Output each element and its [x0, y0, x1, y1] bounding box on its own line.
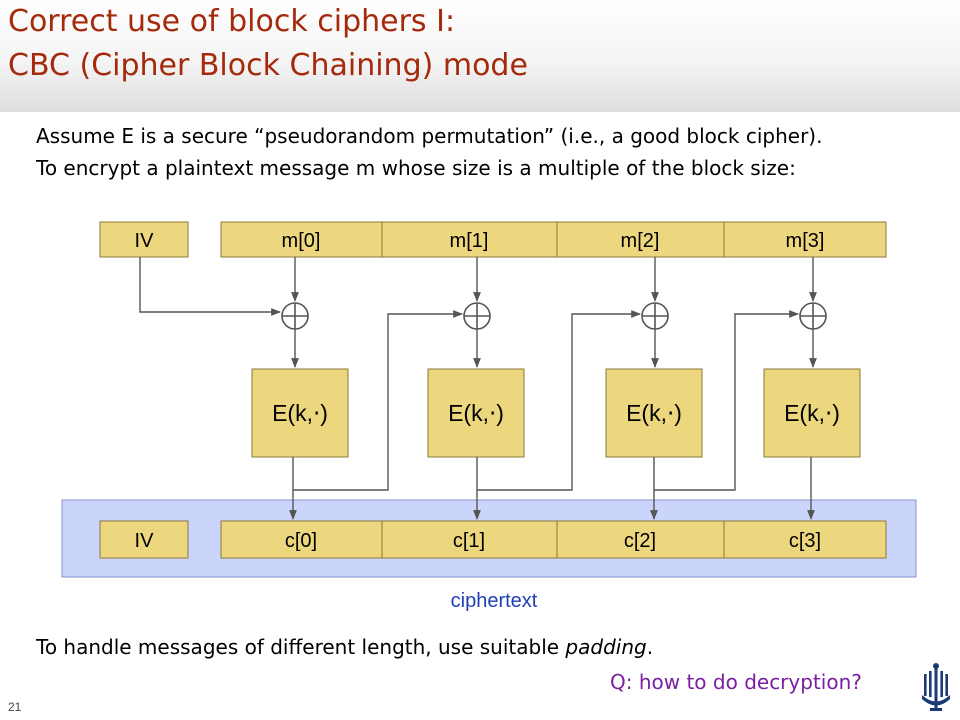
encrypt-block-3: E(k,⋅) — [763, 368, 861, 458]
page-number: 21 — [8, 700, 22, 714]
ciphertext-block-1: c[1] — [381, 520, 558, 559]
iv-top-block: IV — [99, 221, 189, 258]
encrypt-block-1: E(k,⋅) — [427, 368, 525, 458]
iv-top-label: IV — [135, 230, 155, 252]
padding-note: To handle messages of different length, … — [36, 634, 653, 660]
ciphertext-caption: ciphertext — [451, 590, 538, 612]
encrypt-label-3: E(k,⋅) — [784, 400, 840, 426]
chain-arrow — [477, 310, 641, 491]
ciphertext-label-2: c[2] — [624, 530, 656, 552]
ciphertext-block-2: c[2] — [556, 520, 725, 559]
iv-bottom-label: IV — [135, 530, 155, 552]
padding-note-before: To handle messages of different length, … — [36, 635, 566, 659]
title-band — [0, 0, 960, 112]
encrypt-label-1: E(k,⋅) — [448, 400, 504, 426]
plaintext-label-2: m[2] — [621, 230, 660, 252]
ciphertext-block-3: c[3] — [723, 520, 887, 559]
intro-line-1: Assume E is a secure “pseudorandom permu… — [36, 124, 823, 148]
chain-arrow — [654, 310, 799, 491]
plaintext-label-3: m[3] — [786, 230, 825, 252]
intro-line-2: To encrypt a plaintext message m whose s… — [36, 156, 796, 180]
question-text: Q: how to do decryption? — [610, 670, 862, 694]
title-line-1: Correct use of block ciphers I: — [8, 4, 456, 39]
ciphertext-block-0: c[0] — [220, 520, 383, 559]
padding-note-emphasis: padding — [565, 635, 647, 659]
encrypt-label-0: E(k,⋅) — [272, 400, 328, 426]
ciphertext-label-0: c[0] — [285, 530, 317, 552]
plaintext-block-3: m[3] — [723, 221, 887, 258]
ciphertext-label-3: c[3] — [789, 530, 821, 552]
padding-note-after: . — [646, 635, 654, 659]
encrypt-block-0: E(k,⋅) — [251, 368, 349, 458]
xor-icon — [281, 302, 309, 330]
plaintext-block-2: m[2] — [556, 221, 725, 258]
ciphertext-label-1: c[1] — [453, 530, 485, 552]
plaintext-block-1: m[1] — [381, 221, 558, 258]
page-title: Correct use of block ciphers I: CBC (Cip… — [8, 0, 528, 88]
encrypt-block-2: E(k,⋅) — [605, 368, 703, 458]
plaintext-label-1: m[1] — [450, 230, 489, 252]
university-logo-icon — [922, 663, 950, 711]
title-line-2: CBC (Cipher Block Chaining) mode — [8, 48, 528, 83]
xor-icon — [641, 302, 669, 330]
xor-icon — [463, 302, 491, 330]
chain-arrow — [293, 310, 463, 491]
iv-arrow — [139, 257, 281, 316]
xor-icon — [799, 302, 827, 330]
plaintext-label-0: m[0] — [282, 230, 321, 252]
iv-bottom-block: IV — [99, 520, 189, 559]
encrypt-label-2: E(k,⋅) — [626, 400, 682, 426]
plaintext-block-0: m[0] — [220, 221, 383, 258]
